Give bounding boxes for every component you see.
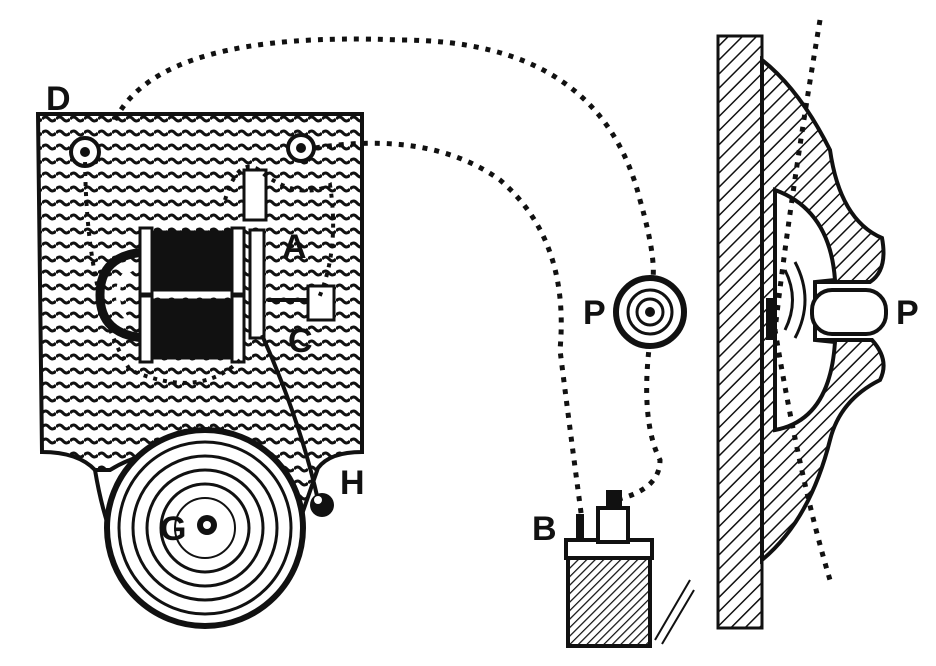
label-a: A	[282, 228, 307, 266]
circuit-wires	[83, 36, 663, 521]
label-b: B	[532, 510, 557, 548]
armature-and-hammer	[242, 168, 334, 517]
label-h: H	[340, 464, 365, 502]
label-g: G	[160, 510, 186, 548]
battery-cell	[564, 490, 695, 648]
contact-screw	[268, 284, 336, 322]
bell-gong	[104, 427, 306, 629]
electromagnet	[95, 226, 246, 364]
label-c: C	[288, 322, 313, 360]
label-d: D	[46, 80, 71, 118]
label-p-button: P	[583, 294, 606, 332]
wall-section	[716, 34, 764, 630]
push-button-section	[760, 19, 888, 581]
label-p-section: P	[896, 294, 919, 332]
push-button	[613, 275, 687, 349]
